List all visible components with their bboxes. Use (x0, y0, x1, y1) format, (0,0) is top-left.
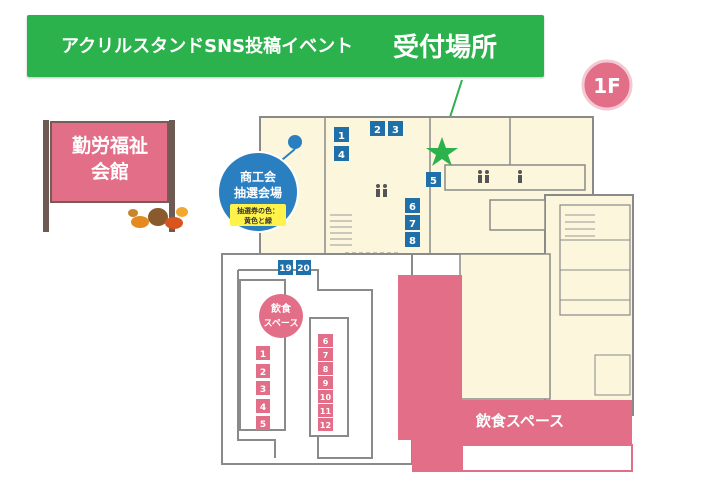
booth-label: 5 (260, 420, 266, 430)
booth-label: 7 (409, 219, 416, 230)
booth-label: 7 (323, 351, 329, 360)
banner-subtitle: 受付場所 (393, 33, 498, 63)
booth-group-right: 6 7 8 9 10 11 12 (318, 334, 333, 431)
sign-line1: 勤労福祉 (72, 134, 148, 157)
booth-label: 2 (374, 125, 381, 136)
autumn-leaves-icon (128, 207, 188, 229)
food-space-small: 飲食 スペース (259, 294, 303, 338)
booth-group-left: 1 2 3 4 5 (256, 346, 270, 430)
lottery-line2: 抽選会場 (234, 185, 282, 200)
booth-label: 1 (260, 350, 266, 360)
booth-label: 5 (430, 176, 437, 187)
lottery-line1: 商工会 (240, 169, 277, 184)
event-banner: アクリルスタンドSNS投稿イベント 受付場所 (27, 15, 544, 77)
banner-title: アクリルスタンドSNS投稿イベント (61, 36, 354, 57)
lottery-note-line1: 抽選券の色： (237, 206, 279, 215)
booth-label: 3 (260, 385, 266, 395)
restroom-icon (376, 184, 387, 197)
food-space-small-line2: スペース (264, 318, 299, 329)
booth-label: 19 (279, 264, 292, 274)
food-space-large-label: 飲食スペース (475, 412, 564, 430)
booth-label: 8 (323, 365, 329, 374)
booth-label: 4 (338, 150, 345, 161)
food-space-small-line1: 飲食 (270, 302, 292, 315)
floor-label: 1F (593, 74, 621, 98)
booth-label: 4 (260, 403, 266, 413)
lottery-venue: 商工会 抽選会場 抽選券の色： 黄色と緑 (217, 135, 302, 233)
booth-label: 6 (409, 202, 416, 213)
booth-label: 11 (320, 407, 332, 416)
sign-line2: 会館 (91, 160, 129, 183)
booth-label: 2 (260, 368, 266, 378)
reception-star-icon (426, 137, 458, 166)
booth-label: 8 (409, 236, 416, 247)
restroom-icon-2 (478, 170, 522, 183)
booth-label: 6 (323, 337, 329, 346)
floor-badge: 1F (581, 59, 633, 111)
booth-label: 10 (320, 393, 332, 402)
booth-label: 3 (392, 125, 399, 136)
lottery-pin-icon (288, 135, 302, 149)
booth-label: 9 (323, 379, 329, 388)
booth-group-upper: 1 4 2 3 5 6 7 8 19 20 (278, 121, 441, 275)
lottery-note-line2: 黄色と緑 (244, 216, 273, 225)
booth-label: 20 (297, 264, 310, 274)
building-sign: 勤労福祉 会館 (43, 120, 175, 232)
booth-label: 12 (320, 421, 331, 430)
booth-label: 1 (338, 131, 345, 142)
food-space-large: 飲食スペース (398, 275, 633, 472)
